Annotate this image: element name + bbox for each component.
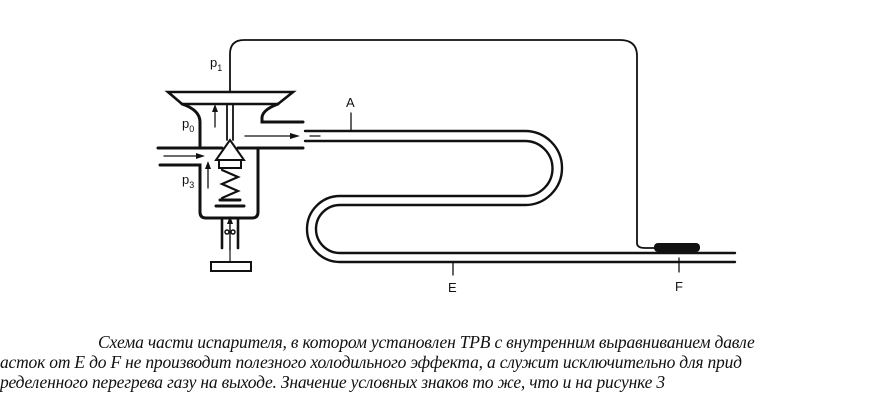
label-p1: p1 bbox=[210, 55, 222, 73]
caption-line-2: асток от E до F не производит полезного … bbox=[0, 352, 742, 372]
thermal-bulb bbox=[654, 243, 700, 252]
label-p3: p3 bbox=[182, 172, 194, 190]
label-p0: p0 bbox=[182, 116, 194, 134]
label-a: A bbox=[346, 95, 355, 110]
label-e: E bbox=[448, 280, 457, 295]
capillary-tube bbox=[229, 39, 657, 249]
label-f: F bbox=[675, 279, 683, 294]
caption-line-1: Схема части испарителя, в котором устано… bbox=[98, 332, 755, 352]
caption-line-3: ределенного перегрева газу на выходе. Зн… bbox=[0, 372, 665, 392]
flow-arrows bbox=[163, 109, 321, 251]
evaporator-tube-outer bbox=[303, 129, 737, 255]
evaporator-tube-inner bbox=[303, 139, 737, 264]
arrow-heads bbox=[196, 104, 300, 224]
expansion-valve bbox=[156, 90, 305, 272]
